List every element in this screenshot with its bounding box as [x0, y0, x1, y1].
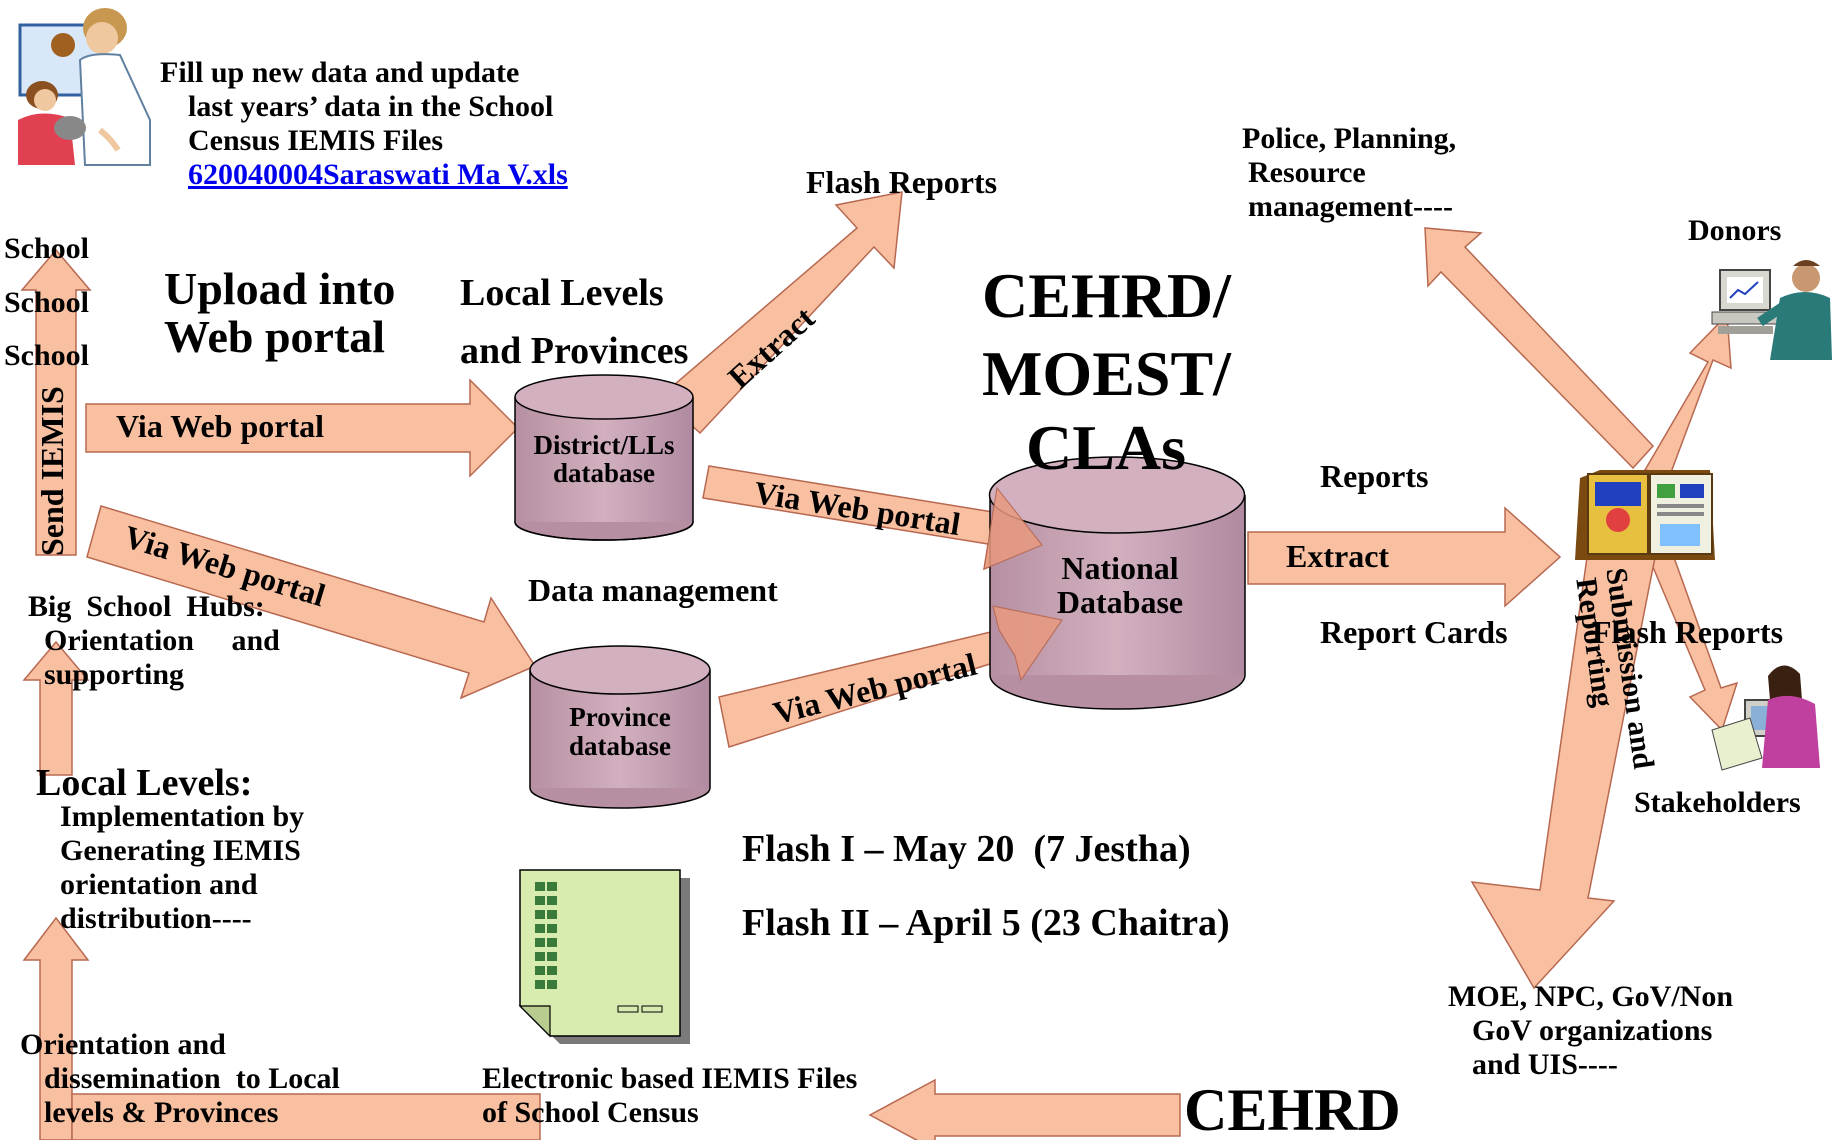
electronic-files-line1: Electronic based IEMIS Files	[482, 1062, 858, 1095]
extract-reports-arrow	[1247, 506, 1562, 608]
big-school-hubs-line2: Orientation and	[44, 624, 280, 657]
school-label-3: School	[4, 339, 90, 372]
donors-label: Donors	[1688, 214, 1782, 247]
province-db-line1: Province	[569, 702, 671, 732]
upload-title-line2: Web portal	[164, 311, 386, 362]
via-web-portal-label-1: Via Web portal	[116, 408, 325, 444]
cehrd-to-files-arrow	[868, 1078, 1181, 1140]
big-school-hubs-line3: supporting	[44, 658, 185, 691]
stakeholder-headset-icon	[1711, 665, 1820, 771]
submission-arrow	[1470, 521, 1661, 990]
local-levels-impl-heading: Local Levels:	[36, 762, 253, 804]
extract-reports-label: Extract	[1286, 538, 1390, 574]
top-note-line3: Census IEMIS Files	[188, 124, 444, 157]
school-label-2: School	[4, 286, 90, 319]
arrow-to-donors	[1643, 313, 1732, 476]
flash-two-date: Flash II – April 5 (23 Chaitra)	[742, 902, 1230, 944]
via-web-portal-national-bottom-arrowhead	[992, 605, 1064, 682]
local-levels-impl-line3: orientation and	[60, 868, 258, 901]
top-note-line1: Fill up new data and update	[160, 56, 520, 89]
via-web-portal-province-arrow	[86, 505, 537, 700]
district-db-line1: District/LLs	[533, 430, 675, 460]
report-book-icon	[1575, 470, 1715, 560]
report-cards-label: Report Cards	[1320, 614, 1508, 650]
cehrd-title-line2: MOEST/	[982, 338, 1231, 409]
stakeholders-label: Stakeholders	[1634, 786, 1801, 819]
send-iemis-label: Send IEMIS	[34, 386, 70, 556]
moe-block-line3: and UIS----	[1472, 1048, 1618, 1081]
census-document-icon	[518, 869, 690, 1044]
orientation-line1: Orientation and	[20, 1028, 226, 1061]
local-levels-title-line2: and Provinces	[460, 330, 689, 372]
cehrd-title-line1: CEHRD/	[982, 260, 1231, 331]
data-management-label: Data management	[528, 572, 778, 608]
flash-reports-right: Flash Reports	[1592, 614, 1784, 650]
donor-computer-icon	[1711, 260, 1832, 360]
electronic-files-line2: of School Census	[482, 1096, 699, 1129]
big-school-hubs-line1: Big School Hubs:	[28, 590, 265, 623]
cehrd-bottom-label: CEHRD	[1184, 1077, 1401, 1140]
reports-label: Reports	[1320, 458, 1429, 494]
moe-block-line2: GoV organizations	[1472, 1014, 1713, 1047]
orientation-line2: dissemination to Local	[44, 1062, 340, 1095]
local-levels-impl-line2: Generating IEMIS	[60, 834, 301, 867]
via-web-portal-national-top-arrowhead	[983, 486, 1043, 570]
district-db-line2: database	[552, 458, 655, 488]
local-levels-impl-line4: distribution----	[60, 902, 252, 935]
police-planning-line3: management----	[1248, 190, 1453, 223]
flash-reports-top: Flash Reports	[806, 164, 998, 200]
province-db-line2: database	[568, 731, 671, 761]
top-note-line2: last years’ data in the School	[188, 90, 554, 123]
send-iemis-arrow	[20, 248, 92, 556]
arrow-to-stakeholders	[1649, 551, 1739, 732]
census-file-link[interactable]: 620040004Saraswati Ma V.xls	[188, 158, 568, 191]
police-planning-line2: Resource	[1248, 156, 1366, 189]
orientation-line3: levels & Provinces	[44, 1096, 279, 1129]
via-web-portal-district-arrow	[85, 378, 520, 478]
school-label-1: School	[4, 232, 90, 265]
upload-title-line1: Upload into	[164, 263, 396, 314]
moe-block-line1: MOE, NPC, GoV/Non	[1448, 980, 1733, 1013]
arrow-to-planning	[1424, 227, 1655, 470]
national-db-line1: National	[1061, 550, 1179, 586]
local-levels-impl-line1: Implementation by	[60, 800, 305, 833]
district-database-cylinder	[514, 374, 694, 541]
police-planning-line1: Police, Planning,	[1242, 122, 1457, 155]
extract-flash-arrow	[658, 191, 903, 435]
national-db-line2: Database	[1056, 584, 1184, 620]
flash-one-date: Flash I – May 20 (7 Jestha)	[742, 828, 1191, 870]
cehrd-title-line3: CLAs	[1026, 412, 1187, 483]
people-clipart-icon	[18, 8, 151, 166]
province-database-cylinder	[529, 645, 711, 809]
orientation-arrow	[71, 1093, 541, 1140]
local-levels-title-line1: Local Levels	[460, 272, 664, 314]
hubs-up-arrow	[22, 640, 90, 776]
